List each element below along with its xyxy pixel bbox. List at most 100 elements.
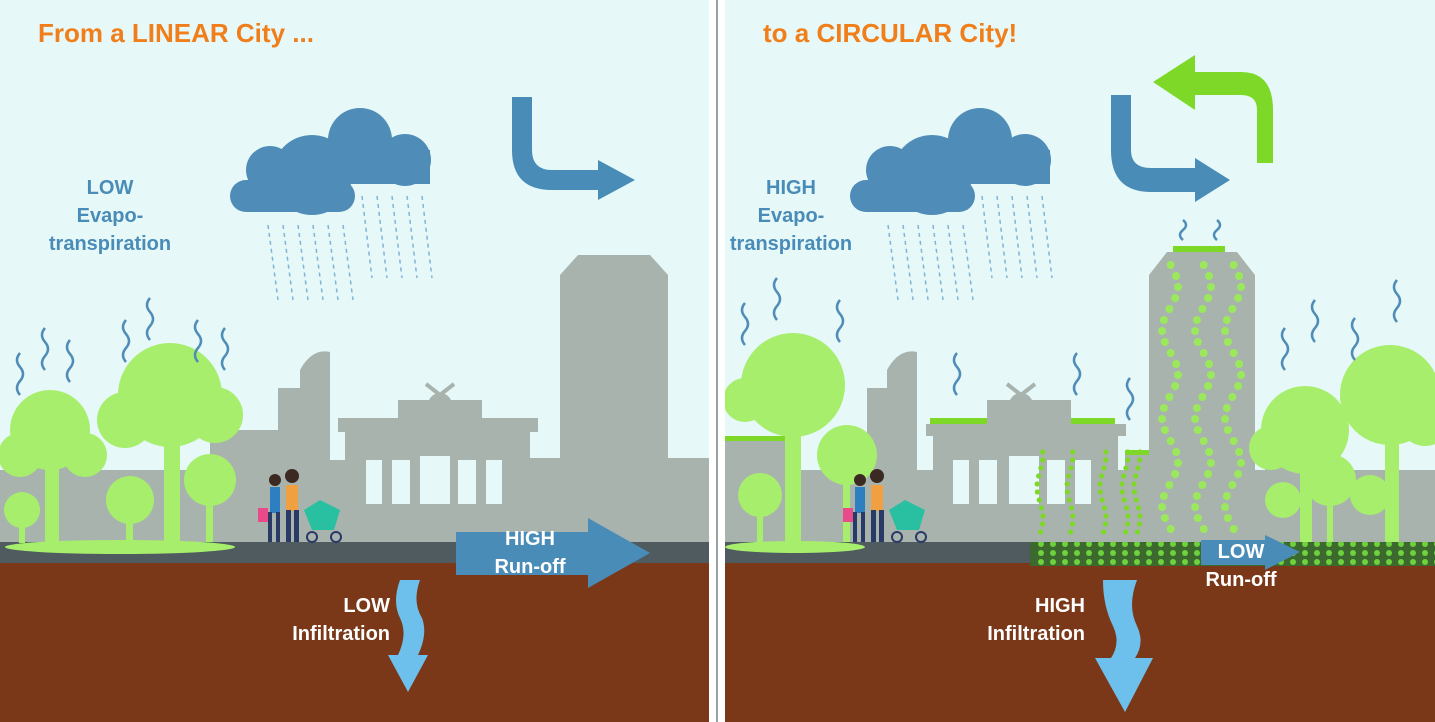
wall-vine-leaf — [1123, 505, 1130, 511]
evapo-level: HIGH — [766, 177, 816, 199]
vine-leaf — [1159, 492, 1168, 500]
wall-vine-leaf — [1135, 505, 1142, 511]
evapo-line3: transpiration — [729, 233, 853, 255]
low-infiltration-arrow — [388, 580, 428, 692]
wall-vine-leaf — [1040, 513, 1046, 519]
vine-leaf — [1236, 283, 1245, 291]
runoff-text: Run-off — [1205, 569, 1277, 591]
vine-leaf — [1229, 261, 1238, 269]
vine-leaf — [1193, 338, 1202, 346]
paving-dot — [1350, 541, 1356, 547]
paving-dot — [1050, 559, 1056, 565]
vine-leaf — [1204, 294, 1213, 302]
paving-dot — [1050, 550, 1056, 556]
rain-cloud — [230, 108, 431, 215]
paving-dot — [1386, 541, 1392, 547]
paving-dot — [1038, 559, 1044, 565]
wall-vine-leaf — [1136, 521, 1143, 527]
vine-leaf — [1234, 382, 1243, 390]
rain — [267, 195, 433, 301]
wall-vine-leaf — [1068, 529, 1074, 535]
paving-dot — [1122, 559, 1128, 565]
wall-vine-leaf — [1070, 449, 1076, 455]
paving-dot — [1350, 559, 1356, 565]
vine-leaf — [1173, 283, 1182, 291]
vine-leaf — [1205, 360, 1214, 368]
paving-dot — [1182, 559, 1188, 565]
paving-dot — [1194, 559, 1200, 565]
wall-vine-leaf — [1070, 457, 1076, 463]
high-infiltration-arrow — [1095, 580, 1153, 712]
wall-vine-leaf — [1040, 449, 1046, 455]
vine-leaf — [1199, 437, 1208, 445]
paving-dot — [1314, 541, 1320, 547]
vine-leaf — [1229, 437, 1238, 445]
infiltration-text: Infiltration — [987, 623, 1085, 645]
vine-leaf — [1191, 327, 1200, 335]
low-runoff-arrow — [1201, 535, 1300, 570]
vine-leaf — [1229, 525, 1238, 533]
vine-leaf — [1158, 327, 1167, 335]
runoff-redirect-arrow — [512, 97, 635, 200]
vertical-greenery — [1158, 261, 1245, 533]
trees — [0, 343, 243, 554]
paving-dot — [1398, 541, 1404, 547]
paving-dot — [1302, 541, 1308, 547]
vine-leaf — [1198, 481, 1207, 489]
paving-dot — [1146, 559, 1152, 565]
wall-vine-leaf — [1137, 457, 1143, 463]
rain-cloud — [850, 108, 1051, 215]
linear-city-panel: From a LINEAR City ... LOW Evapo- transp… — [0, 0, 709, 722]
wall-vine-leaf — [1125, 513, 1131, 519]
paving-dot — [1290, 559, 1296, 565]
low-infiltration-label: LOW Infiltration — [270, 592, 390, 648]
vine-leaf — [1223, 338, 1232, 346]
wall-vine-leaf — [1123, 465, 1129, 471]
evapo-line2: Evapo- — [76, 205, 144, 227]
rain — [887, 195, 1053, 301]
wall-vine-leaf — [1039, 521, 1046, 527]
vine-leaf — [1236, 459, 1245, 467]
paving-dot — [1134, 559, 1140, 565]
vine-leaf — [1173, 459, 1182, 467]
paving-dot — [1338, 559, 1344, 565]
wall-vine-leaf — [1103, 449, 1109, 455]
paving-dot — [1398, 559, 1404, 565]
paving-dot — [1398, 550, 1404, 556]
vine-leaf — [1192, 492, 1201, 500]
vine-leaf — [1206, 283, 1215, 291]
paving-dot — [1194, 550, 1200, 556]
paving-dot — [1146, 550, 1152, 556]
vine-leaf — [1222, 404, 1231, 412]
paving-dot — [1122, 550, 1128, 556]
paving-dot — [1374, 550, 1380, 556]
vine-leaf — [1191, 503, 1200, 511]
paving-dot — [1062, 541, 1068, 547]
paving-dot — [1050, 541, 1056, 547]
paving-dot — [1182, 541, 1188, 547]
circular-city-panel: to a CIRCULAR City! HIGH Evapo- transpir… — [725, 0, 1435, 722]
vine-leaf — [1166, 525, 1175, 533]
paving-dot — [1326, 550, 1332, 556]
wall-vine-leaf — [1125, 449, 1131, 455]
vine-leaf — [1191, 415, 1200, 423]
wall-vine-leaf — [1102, 521, 1109, 527]
vine-leaf — [1158, 503, 1167, 511]
high-infiltration-label: HIGH Infiltration — [965, 592, 1085, 648]
wall-vine-leaf — [1038, 529, 1044, 535]
vine-leaf — [1173, 371, 1182, 379]
paving-dot — [1290, 541, 1296, 547]
evapo-line3: transpiration — [48, 233, 172, 255]
vine-leaf — [1221, 415, 1230, 423]
evaporation-squiggles — [740, 219, 1402, 421]
paving-dot — [1158, 559, 1164, 565]
paving-dot — [1086, 541, 1092, 547]
paving-dot — [1038, 550, 1044, 556]
vine-leaf — [1234, 470, 1243, 478]
vine-leaf — [1204, 382, 1213, 390]
paving-dot — [1038, 541, 1044, 547]
infiltration-level: LOW — [343, 595, 390, 617]
vine-leaf — [1199, 349, 1208, 357]
paving-dot — [1386, 559, 1392, 565]
runoff-level: LOW — [1217, 541, 1265, 563]
